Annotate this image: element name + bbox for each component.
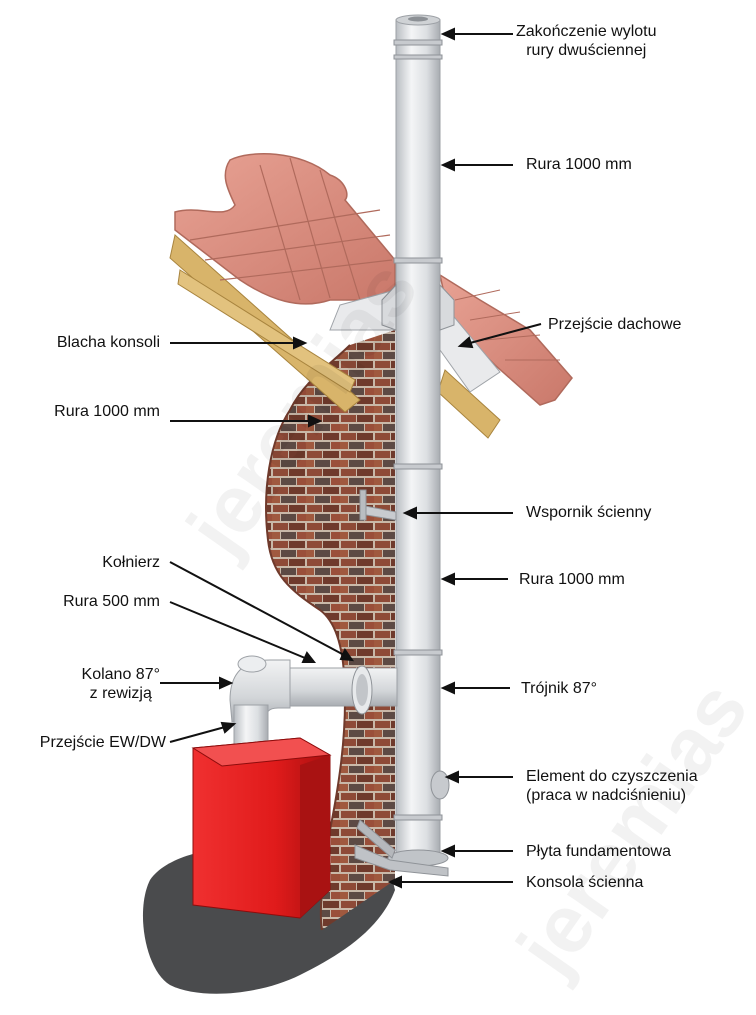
leader-lines bbox=[160, 27, 542, 889]
cleaning-element bbox=[430, 770, 450, 800]
label-wylot-line1: Zakończenie wylotu bbox=[516, 23, 657, 40]
label-blacha-konsoli: Blacha konsoli bbox=[56, 334, 160, 351]
label-rura-top: Rura 1000 mm bbox=[526, 156, 632, 173]
main-vertical-pipe bbox=[395, 19, 441, 861]
watermark-text-2: jeremias bbox=[499, 666, 756, 992]
label-rura-left: Rura 1000 mm bbox=[54, 403, 160, 420]
label-wspornik: Wspornik ścienny bbox=[526, 504, 652, 521]
wall-console bbox=[354, 844, 449, 877]
label-kolano-line1: Kolano 87° bbox=[81, 666, 160, 683]
label-czyszczenie: Element do czyszczenia (praca w nadciśni… bbox=[526, 767, 698, 805]
label-wylot-line2: rury dwuściennej bbox=[526, 42, 647, 59]
label-czyszczenie-line2: (praca w nadciśnieniu) bbox=[526, 787, 687, 804]
label-czyszczenie-line1: Element do czyszczenia bbox=[526, 768, 698, 785]
label-rura-500: Rura 500 mm bbox=[63, 593, 160, 610]
label-przejscie-ew: Przejście EW/DW bbox=[39, 734, 166, 751]
label-rura-mid: Rura 1000 mm bbox=[519, 571, 625, 588]
label-konsola: Konsola ścienna bbox=[526, 874, 644, 891]
label-trojnik: Trójnik 87° bbox=[521, 680, 598, 697]
brick-wall bbox=[266, 330, 395, 930]
label-kolnierz: Kołnierz bbox=[102, 554, 160, 571]
label-przejscie-dachowe: Przejście dachowe bbox=[548, 316, 682, 333]
roof-collar bbox=[381, 283, 397, 331]
label-kolano-line2: z rewizją bbox=[89, 685, 152, 702]
label-kolano: Kolano 87° z rewizją bbox=[82, 665, 160, 703]
label-wylot: Zakończenie wylotu rury dwuściennej bbox=[516, 22, 657, 60]
label-plyta: Płyta fundamentowa bbox=[526, 843, 671, 860]
